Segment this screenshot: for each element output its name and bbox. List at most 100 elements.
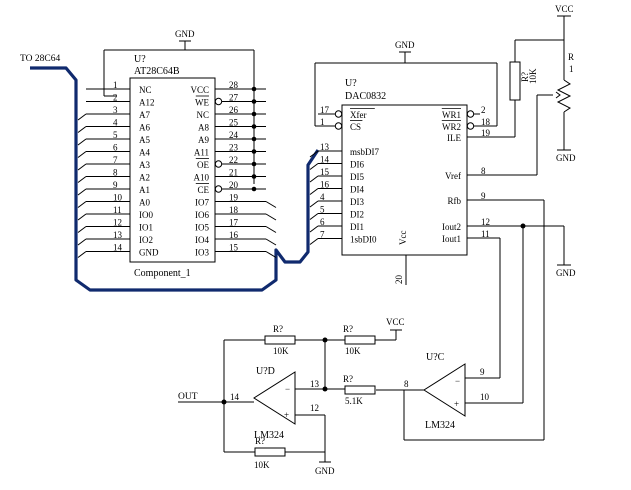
eeprom-body (129, 77, 216, 263)
eeprom-footer: Component_1 (134, 268, 191, 279)
resistor-top-right-value: 10K (345, 346, 361, 356)
dac-pin-number: 9 (481, 191, 486, 201)
eeprom-pin-name: OE (197, 160, 209, 170)
eeprom-pin-number: 17 (229, 218, 239, 228)
eeprom-pin-number: 20 (229, 180, 239, 190)
potentiometer (556, 79, 572, 113)
dac-pin-name: DI4 (350, 185, 364, 195)
gnd-iout-label: GND (556, 268, 576, 278)
active-low-bubble (334, 122, 343, 130)
dac-pin-name: Xfer (350, 110, 367, 120)
dac-pin-name: Rfb (448, 196, 462, 206)
resistor-top-right-ref: R? (343, 324, 353, 334)
dac-pin-name: CS (350, 122, 361, 132)
eeprom-pin-number: 18 (229, 205, 239, 215)
eeprom-pin-name: IO1 (139, 223, 153, 233)
dac-pin-name: Iout1 (442, 234, 461, 244)
dac-pin-name: ILE (447, 133, 461, 143)
resistor-top-left-value: 10K (273, 346, 289, 356)
active-low-bubble (214, 160, 223, 168)
opamp-d-pin-out: 14 (230, 392, 240, 402)
dac-pin-name: DI2 (350, 210, 364, 220)
eeprom-part: AT28C64B (134, 66, 180, 77)
dac-pin-number: 8 (481, 166, 486, 176)
eeprom-pin-number: 13 (113, 230, 123, 240)
eeprom-pin-number: 12 (113, 218, 122, 228)
dac-pin-number: 17 (320, 105, 330, 115)
active-low-bubble (334, 110, 343, 118)
resistor-mid (344, 385, 376, 395)
dac-pin-number: 15 (320, 167, 330, 177)
eeprom-pin-number: 21 (229, 168, 238, 178)
eeprom-pin-number: 22 (229, 155, 238, 165)
active-low-bubble (214, 97, 223, 106)
gnd-opamp-label: GND (315, 466, 335, 476)
dac-output-wiring: GND (403, 199, 576, 441)
eeprom-pin-number: 19 (229, 193, 239, 203)
resistor-bottom-value: 10K (254, 460, 270, 470)
dac-pin-name: Vref (445, 171, 461, 181)
resistor-mid-ref: R? (343, 374, 353, 384)
dac-vcc-pin: 20 (394, 275, 404, 285)
resistor-top-right (344, 335, 376, 345)
eeprom-pin-name: A12 (139, 98, 155, 108)
dac-body (341, 104, 468, 256)
dac-pin-name: WR1 (442, 110, 461, 120)
eeprom-pin-number: 8 (113, 168, 118, 178)
dac-ref: U? (345, 78, 357, 89)
dac-pin-number: 5 (320, 205, 325, 215)
dac-pin-number: 13 (320, 142, 330, 152)
eeprom-pin-number: 1 (113, 80, 118, 90)
eeprom-pin-name: IO5 (195, 223, 209, 233)
ile-resistor (509, 61, 521, 101)
eeprom-pin-number: 6 (113, 143, 118, 153)
opamp-d-pin-noninv: 12 (310, 403, 319, 413)
vcc-opamp-label: VCC (386, 317, 405, 327)
gnd-dac-label: GND (395, 40, 415, 50)
opamp-d-body (253, 371, 296, 425)
eeprom-pin-number: 16 (229, 230, 239, 240)
eeprom-pin-number: 4 (113, 118, 118, 128)
eeprom-pin-number: 10 (113, 193, 123, 203)
eeprom-pin-name: WE (195, 98, 209, 108)
opamp-c-pin-out: 8 (404, 379, 409, 389)
dac-pin-name: WR2 (442, 122, 461, 132)
dac-pin-number: 14 (320, 155, 330, 165)
active-low-bubble (214, 185, 223, 193)
resistor-mid-value: 5.1K (345, 396, 363, 406)
to-eeprom-label: TO 28C64 (20, 54, 60, 64)
eeprom-pin-name: A4 (139, 148, 150, 158)
svg-text:−: − (455, 376, 460, 386)
eeprom-pin-number: 9 (113, 180, 118, 190)
opamp-c-ref: U?C (426, 352, 445, 363)
dac-pin-number: 1 (320, 117, 325, 127)
eeprom-pin-name: IO0 (139, 210, 153, 220)
eeprom-pin-name: NC (139, 85, 152, 95)
dac-pin-number: 2 (481, 105, 486, 115)
resistor-top-left (264, 335, 296, 345)
dac-pin-name: DI6 (350, 160, 364, 170)
eeprom-pin-name: IO4 (195, 235, 209, 245)
dac-vcc-label: Vcc (398, 231, 408, 246)
opamp-c-pin-inv: 9 (480, 367, 485, 377)
eeprom-pin-name: A8 (198, 123, 209, 133)
dac-pin-name: msbDI7 (350, 147, 379, 157)
eeprom-pin-name: A1 (139, 185, 150, 195)
eeprom-pin-name: GND (139, 248, 159, 258)
opamp-c-pin-noninv: 10 (480, 392, 490, 402)
eeprom-pin-number: 23 (229, 143, 239, 153)
gnd-pot-label: GND (556, 153, 576, 163)
eeprom-pin-name: A5 (139, 135, 150, 145)
dac-pin-number: 18 (481, 117, 491, 127)
eeprom-pin-number: 26 (229, 105, 239, 115)
eeprom-pin-name: NC (196, 110, 209, 120)
dac-pin-name: DI5 (350, 172, 364, 182)
reference-network: VCC R? 10K R 1 GND (480, 4, 576, 176)
active-low-bubble (466, 110, 475, 118)
resistor-bottom-ref: R? (255, 436, 265, 446)
eeprom-pin-name: A6 (139, 123, 150, 133)
eeprom-pin-number: 14 (113, 243, 123, 253)
